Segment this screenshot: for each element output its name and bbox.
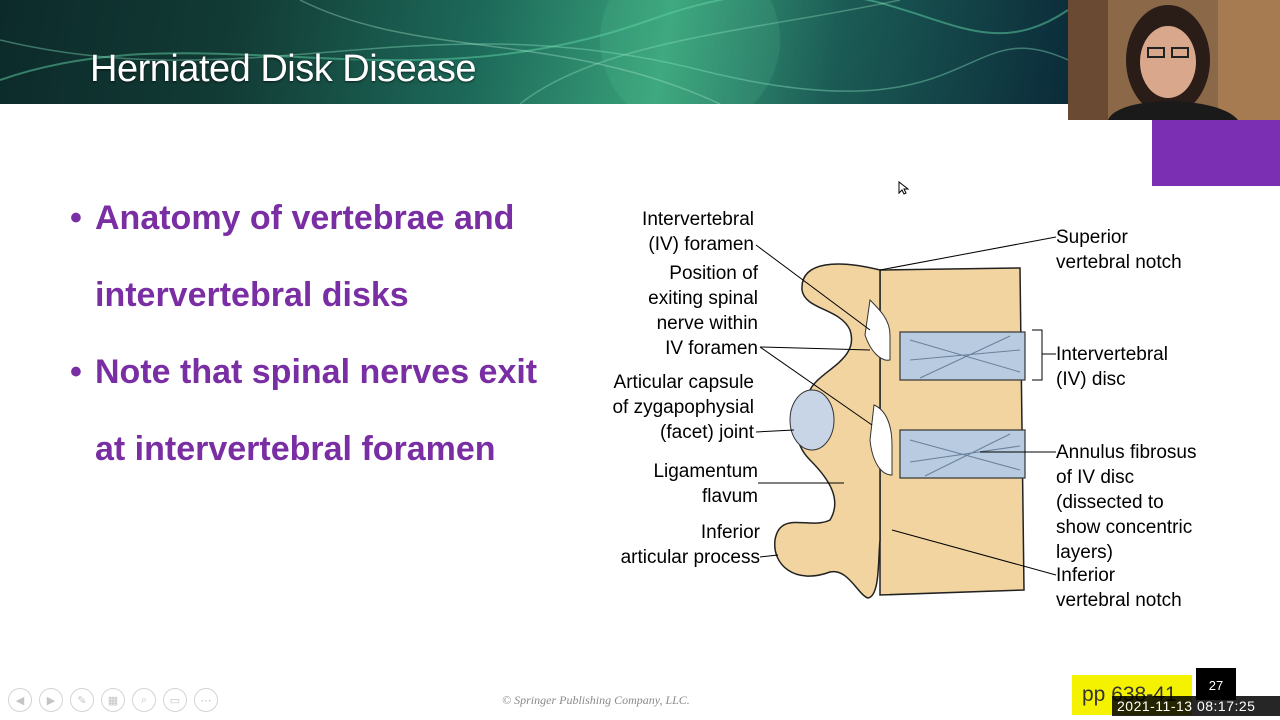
label-annulus-fibrosus: Annulus fibrosus of IV disc (dissected t…: [1056, 442, 1197, 563]
slides-icon[interactable]: ▦: [101, 688, 125, 712]
recording-timestamp: 2021-11-13 08:17:25: [1112, 696, 1280, 716]
bullet-item: • Note that spinal nerves exit at interv…: [70, 334, 540, 488]
bullet-icon: •: [70, 199, 82, 237]
label-superior-vertebral-notch: Superior vertebral notch: [1056, 227, 1182, 273]
presenter-video: [1068, 0, 1280, 120]
participant-tile: [1152, 120, 1280, 186]
bullet-item: • Anatomy of vertebrae and intervertebra…: [70, 180, 540, 334]
vertebrae-illustration: [755, 236, 1057, 599]
label-articular-capsule: Articular capsule of zygapophysial (face…: [612, 372, 754, 443]
more-icon[interactable]: ⋯: [194, 688, 218, 712]
bullet-text: Note that spinal nerves exit at interver…: [95, 353, 538, 468]
slide-title-banner: Herniated Disk Disease: [0, 0, 1068, 104]
slide-number: 27: [1196, 668, 1236, 700]
bullet-icon: •: [70, 353, 82, 391]
label-iv-disc: Intervertebral (IV) disc: [1056, 344, 1168, 390]
slideshow-toolbar: ◀ ▶ ✎ ▦ ⌕ ▭ ⋯: [8, 688, 218, 714]
previous-icon[interactable]: ◀: [8, 688, 32, 712]
vertebrae-figure: Intervertebral (IV) foramen Position of …: [580, 200, 1240, 620]
footer-copyright: © Springer Publishing Company, LLC.: [502, 693, 690, 707]
banner-background: [0, 0, 1068, 104]
pen-icon[interactable]: ✎: [70, 688, 94, 712]
label-iv-foramen: Intervertebral (IV) foramen: [642, 209, 754, 255]
bullet-text: Anatomy of vertebrae and intervertebral …: [95, 199, 515, 314]
next-icon[interactable]: ▶: [39, 688, 63, 712]
presenter-webcam: [1068, 0, 1280, 120]
label-exiting-nerve: Position of exiting spinal nerve within …: [648, 263, 758, 359]
zoom-icon[interactable]: ⌕: [132, 688, 156, 712]
label-ligamentum-flavum: Ligamentum flavum: [653, 461, 758, 507]
slide-title: Herniated Disk Disease: [90, 48, 477, 90]
bullet-list: • Anatomy of vertebrae and intervertebra…: [70, 180, 540, 488]
cursor-icon: [898, 181, 910, 195]
subtitles-icon[interactable]: ▭: [163, 688, 187, 712]
label-inferior-vertebral-notch: Inferior vertebral notch: [1056, 565, 1182, 611]
label-inferior-articular-process: Inferior articular process: [620, 522, 760, 568]
